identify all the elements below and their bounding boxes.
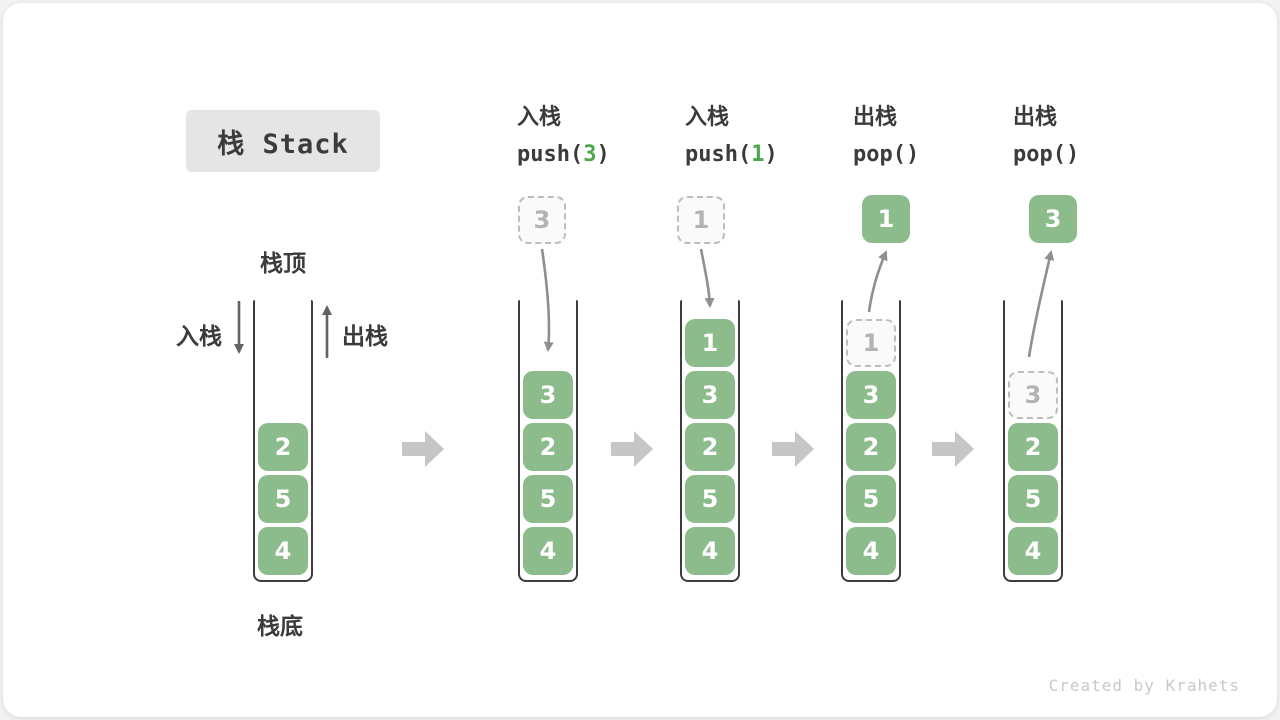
flow-arrow-icon [611,431,653,467]
op-code: push(1) [685,142,778,167]
stack-after-push-3: 3 2 5 4 [518,300,578,582]
stage-label-push-3: 入栈 push(3) [517,104,610,167]
stack-cell: 2 [258,423,308,471]
op-name: 出栈 [853,104,898,129]
stack-after-push-1: 1 3 2 5 4 [680,300,740,582]
pop-direction-label: 出栈 [342,323,388,349]
code-pre: push( [685,142,752,167]
stack-cell: 5 [846,475,896,523]
incoming-value-cell: 1 [677,196,725,244]
incoming-value-cell: 3 [518,196,566,244]
code-post: ) [596,142,610,167]
code-arg: 1 [751,142,765,167]
code-pre: pop() [853,142,920,167]
stack-cell: 4 [523,527,573,575]
stage-label-push-1: 入栈 push(1) [685,104,778,167]
flow-arrow-icon [402,431,444,467]
stack-cell: 2 [523,423,573,471]
stack-cell: 4 [846,527,896,575]
stack-cell: 5 [258,475,308,523]
op-code: pop() [1013,142,1079,167]
code-pre: push( [517,142,584,167]
ghost-cell: 3 [1008,371,1058,419]
code-pre: pop() [1013,142,1080,167]
op-name: 出栈 [1013,104,1058,129]
stack-cell: 3 [523,371,573,419]
stack-cell: 4 [1008,527,1058,575]
stack-cell: 5 [1008,475,1058,523]
stack-cell: 3 [846,371,896,419]
stage-label-pop-3: 出栈 pop() [1013,104,1079,167]
stack-after-pop-3: 3 2 5 4 [1003,300,1063,582]
stack-cell: 5 [523,475,573,523]
stack-top-label: 栈顶 [260,250,306,276]
stage-label-pop-1: 出栈 pop() [853,104,919,167]
code-post: ) [764,142,778,167]
popped-value-cell: 1 [862,195,910,243]
op-code: push(3) [517,142,610,167]
op-code: pop() [853,142,919,167]
code-arg: 3 [583,142,597,167]
stack-cell: 2 [685,423,735,471]
stack-cell: 3 [685,371,735,419]
stack-after-pop-1: 1 3 2 5 4 [841,300,901,582]
title-badge: 栈 Stack [186,110,380,172]
stack-cell: 2 [846,423,896,471]
ghost-cell: 1 [846,319,896,367]
credit-text: Created by Krahets [1048,676,1240,695]
stack-cell: 4 [685,527,735,575]
stack-cell: 2 [1008,423,1058,471]
stack-initial: 2 5 4 [253,300,313,582]
flow-arrow-icon [772,431,814,467]
op-name: 入栈 [517,104,562,129]
stack-cell: 5 [685,475,735,523]
stack-cell: 1 [685,319,735,367]
popped-value-cell: 3 [1029,195,1077,243]
op-name: 入栈 [685,104,730,129]
stack-bottom-label: 栈底 [257,613,303,639]
stack-cell: 4 [258,527,308,575]
flow-arrow-icon [932,431,974,467]
push-direction-label: 入栈 [176,323,222,349]
